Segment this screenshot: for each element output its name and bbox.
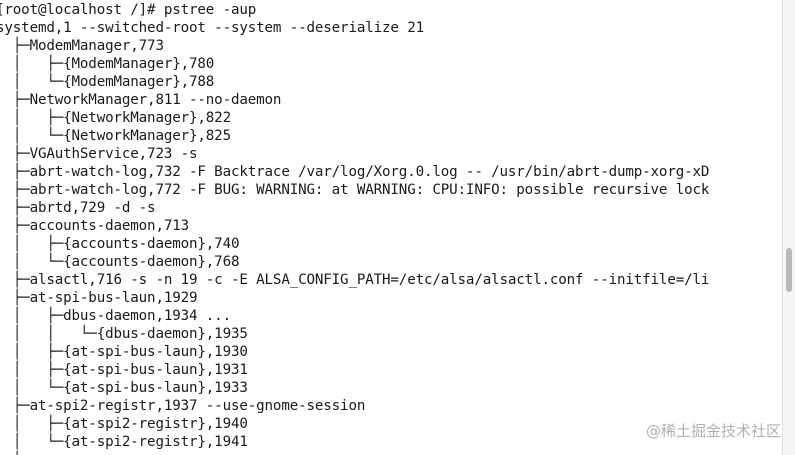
scrollbar-thumb[interactable] (786, 248, 792, 292)
terminal-line: │ │ └─{dbus-daemon},1935 (0, 326, 248, 342)
watermark-text: @稀土掘金技术社区 (645, 422, 781, 440)
terminal-line: │ └─{ModemManager},788 (0, 74, 215, 90)
terminal-line: │ ├─dbus-daemon,1934 ... (0, 308, 231, 324)
terminal-line: ├─VGAuthService,723 -s (0, 146, 198, 162)
terminal-line: systemd,1 --switched-root --system --des… (0, 20, 424, 36)
terminal-line: │ ├─{accounts-daemon},740 (0, 236, 240, 252)
terminal-line: │ └─{accounts-daemon},768 (0, 254, 240, 270)
terminal-line: │ ├─{at-spi-bus-laun},1930 (0, 344, 248, 360)
vertical-scrollbar[interactable] (782, 0, 795, 455)
terminal-line: ├─abrtd,729 -d -s (0, 200, 156, 216)
terminal-line: ├─abrt-watch-log,732 -F Backtrace /var/l… (0, 164, 710, 180)
terminal-line: ├─ (0, 451, 709, 455)
terminal-line: │ └─{at-spi-bus-laun},1933 (0, 380, 248, 396)
terminal-line: ├─alsactl,716 -s -n 19 -c -E ALSA_CONFIG… (0, 272, 710, 288)
terminal-output: [root@localhost /]# pstree -aup systemd,… (0, 1, 709, 455)
terminal-line: │ └─{NetworkManager},825 (0, 128, 231, 144)
terminal-line: │ ├─{ModemManager},780 (0, 56, 215, 72)
terminal-line: ├─abrt-watch-log,772 -F BUG: WARNING: at… (0, 182, 710, 198)
terminal-line: │ ├─{at-spi2-registr},1940 (0, 416, 248, 432)
terminal-line: ├─at-spi2-registr,1937 --use-gnome-sessi… (0, 398, 366, 414)
terminal-line: ├─accounts-daemon,713 (0, 218, 190, 234)
terminal-line: ├─NetworkManager,811 --no-daemon (0, 92, 282, 108)
terminal-line: │ ├─{at-spi-bus-laun},1931 (0, 362, 248, 378)
terminal-line: ├─at-spi-bus-laun,1929 (0, 290, 198, 306)
terminal-line: [root@localhost /]# pstree -aup (0, 2, 257, 18)
terminal-line: ├─ModemManager,773 (0, 38, 164, 54)
terminal-line: │ └─{at-spi2-registr},1941 (0, 434, 248, 450)
terminal-line: │ ├─{NetworkManager},822 (0, 110, 231, 126)
